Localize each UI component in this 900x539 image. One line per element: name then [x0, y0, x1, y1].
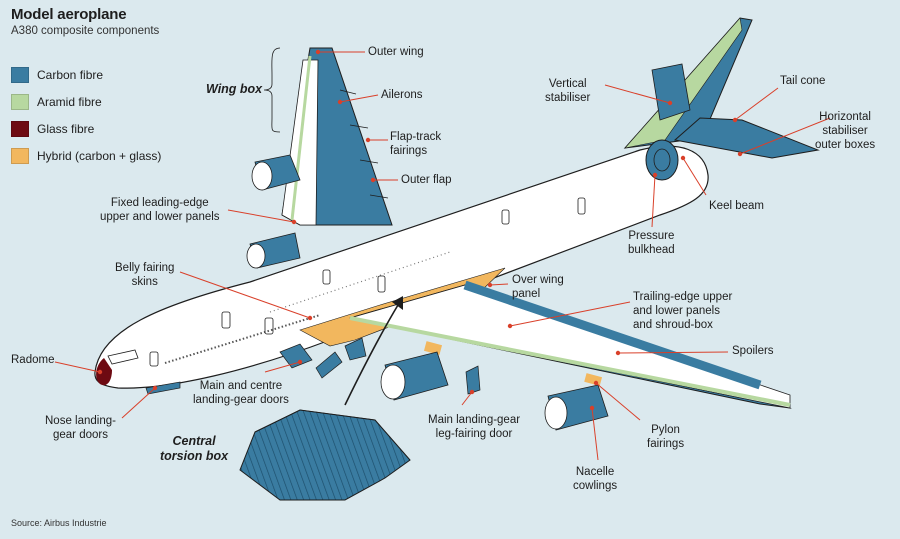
label-vertical-stabiliser: Vertical stabiliser — [545, 78, 591, 104]
label-fixed-leading-edge: Fixed leading-edge upper and lower panel… — [100, 197, 220, 223]
horizontal-stabiliser — [673, 117, 820, 159]
legend-item-aramid: Aramid fibre — [11, 94, 161, 110]
label-nacelle-cowlings: Nacelle cowlings — [573, 466, 618, 492]
legend-item-glass: Glass fibre — [11, 121, 161, 137]
legend-swatch — [11, 121, 29, 137]
legend-item-carbon: Carbon fibre — [11, 67, 161, 83]
exploded-gear-doors — [145, 337, 481, 395]
legend-label: Glass fibre — [37, 122, 95, 136]
fuselage — [94, 145, 709, 389]
legend-label: Aramid fibre — [37, 95, 102, 109]
label-pylon-fairings: Pylon fairings — [647, 424, 685, 450]
assembly-arrow — [344, 304, 399, 406]
label-keel-beam: Keel beam — [709, 200, 764, 212]
leader-lines — [54, 51, 831, 461]
label-ailerons: Ailerons — [381, 89, 423, 101]
leader-markers — [97, 49, 743, 411]
label-leg-fairing-door: Main landing-gear leg-fairing door — [428, 414, 521, 440]
label-main-centre-gear-doors: Main and centre landing-gear doors — [193, 380, 289, 406]
label-outer-wing: Outer wing — [368, 46, 424, 58]
label-wing-box: Wing box — [206, 82, 263, 96]
vertical-stabiliser — [623, 17, 753, 149]
cockpit-windows — [107, 349, 139, 365]
doors — [149, 197, 586, 367]
source-note: Source: Airbus Industrie — [11, 518, 107, 528]
lower-wing — [349, 280, 792, 431]
label-nose-gear-doors: Nose landing- gear doors — [45, 415, 116, 441]
label-radome: Radome — [11, 354, 55, 366]
label-horizontal-stabiliser: Horizontal stabiliser outer boxes — [815, 111, 876, 151]
tail-cone-ring — [645, 139, 679, 181]
wing-box-bracket — [263, 47, 281, 133]
radome — [96, 358, 112, 386]
label-spoilers: Spoilers — [732, 345, 774, 357]
label-flap-track-fairings: Flap-track fairings — [390, 131, 442, 157]
label-belly-fairing: Belly fairing skins — [115, 262, 175, 288]
label-over-wing-panel: Over wing panel — [512, 274, 564, 300]
label-trailing-edge: Trailing-edge upper and lower panels and… — [633, 291, 733, 331]
central-torsion-box — [239, 409, 411, 501]
label-central-torsion-box: Central torsion box — [160, 434, 229, 463]
legend-swatch — [11, 148, 29, 164]
legend-label: Hybrid (carbon + glass) — [37, 149, 162, 163]
diagram-title: Model aeroplane — [11, 6, 127, 23]
label-outer-flap: Outer flap — [401, 174, 452, 186]
legend: Carbon fibre Aramid fibre Glass fibre Hy… — [11, 67, 162, 176]
upper-wing — [246, 47, 393, 269]
legend-label: Carbon fibre — [37, 68, 104, 82]
label-pressure-bulkhead: Pressure bulkhead — [628, 230, 675, 256]
legend-swatch — [11, 67, 29, 83]
legend-swatch — [11, 94, 29, 110]
label-tail-cone: Tail cone — [780, 75, 826, 87]
legend-item-hybrid: Hybrid (carbon + glass) — [11, 148, 162, 164]
window-row — [164, 314, 321, 364]
diagram-subtitle: A380 composite components — [11, 25, 160, 37]
